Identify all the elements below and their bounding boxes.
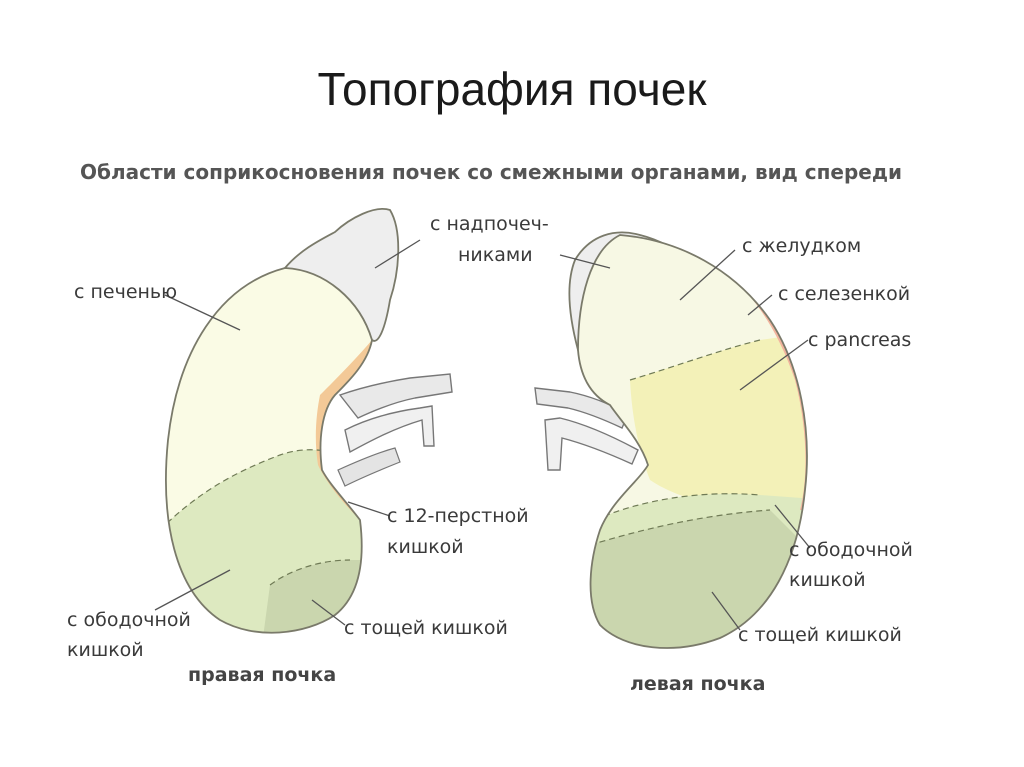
label-colon-right-line2: кишкой (67, 639, 144, 661)
left-kidney-outline (577, 234, 808, 649)
label-jejunum-right: с тощей кишкой (344, 617, 508, 639)
label-adrenal-line2: никами (458, 244, 533, 266)
right-kidney (165, 208, 453, 634)
label-spleen: с селезенкой (778, 283, 910, 305)
right-kidney-outline (165, 267, 373, 634)
label-liver: с печенью (74, 281, 177, 303)
left-renal-vessels (534, 387, 639, 471)
label-right-kidney: правая почка (188, 664, 336, 686)
label-left-kidney: левая почка (630, 673, 765, 695)
left-pancreas-area (630, 330, 807, 506)
label-stomach: с желудком (742, 235, 861, 257)
label-colon-left-line2: кишкой (789, 569, 866, 591)
left-kidney (534, 231, 808, 649)
label-colon-right-line1: с ободочной (67, 609, 191, 631)
labels: с надпочеч- никами с печенью с желудком … (67, 213, 913, 695)
slide-title: Топография почек (317, 63, 707, 115)
left-jejunum-area (578, 510, 800, 648)
right-renal-vessels (337, 373, 453, 487)
label-duodenum-line1: с 12-перстной (387, 505, 529, 527)
label-adrenal-line1: с надпочеч- (430, 213, 549, 235)
label-pancreas: с pancreas (808, 329, 911, 351)
label-colon-left-line1: с ободочной (789, 539, 913, 561)
label-duodenum-line2: кишкой (387, 536, 464, 558)
figure-subtitle: Области соприкосновения почек со смежным… (80, 160, 902, 184)
label-jejunum-left: с тощей кишкой (738, 624, 902, 646)
leader-lines (154, 239, 811, 631)
